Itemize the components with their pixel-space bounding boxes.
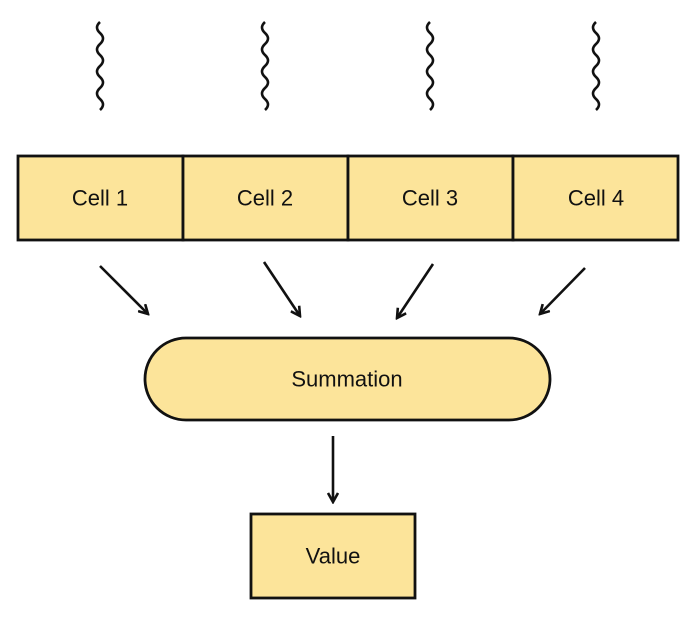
cell-2-box: [181, 154, 350, 242]
cell-3-label: Cell 3: [402, 186, 458, 211]
cell-4-label: Cell 4: [568, 186, 624, 211]
arrow-cell-4: [540, 267, 586, 314]
input-signal-2: [260, 21, 270, 111]
summation-pill: [143, 336, 552, 422]
summation-label: Summation: [291, 367, 402, 392]
cell-3-box: [346, 154, 515, 242]
input-signals: [95, 21, 601, 111]
input-signal-1: [95, 21, 105, 111]
cell-4-box: [511, 154, 680, 242]
cell-row: Cell 1 Cell 2 Cell 3 Cell 4: [16, 154, 680, 242]
value-label: Value: [306, 544, 361, 569]
arrow-cell-1: [99, 265, 148, 314]
summation-node: Summation: [143, 336, 552, 422]
cell-1-box: [16, 154, 185, 242]
input-signal-3: [425, 21, 435, 111]
input-signal-4: [591, 21, 601, 111]
value-box: [249, 512, 417, 600]
cell-1-label: Cell 1: [72, 186, 128, 211]
arrow-cell-3: [397, 263, 435, 318]
value-node: Value: [249, 512, 417, 600]
cell-to-summation-arrows: [99, 261, 586, 318]
cell-2-label: Cell 2: [237, 186, 293, 211]
arrow-cell-2: [262, 261, 300, 316]
